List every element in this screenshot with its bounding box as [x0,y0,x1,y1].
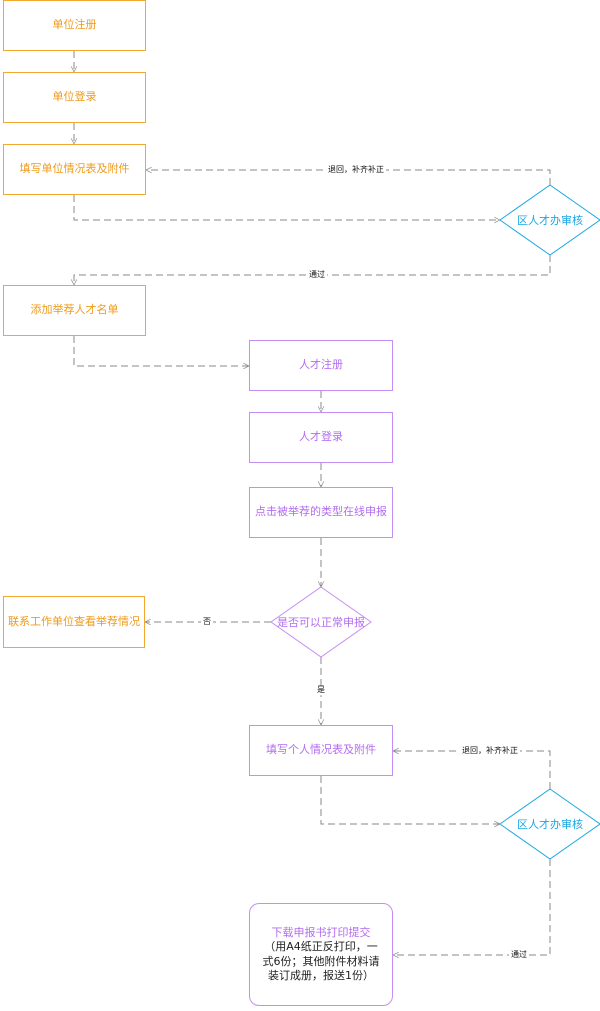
label-yes: 是 [315,685,327,695]
edge-form-to-review1 [73,195,500,220]
node-personal-form: 填写个人情况表及附件 [249,725,393,776]
label-pass-2: 通过 [509,950,529,960]
download-note: （用A4纸正反打印，一式6份；其他附件材料请装订成册，报送1份） [262,940,380,982]
edge-list-to-talent-register [73,336,249,366]
node-talent-login: 人才登录 [249,412,393,463]
label-no: 否 [201,617,213,627]
edge-review2-pass [393,859,551,955]
node-unit-login: 单位登录 [3,72,146,123]
node-add-list: 添加举荐人才名单 [3,285,146,336]
edge-personal-to-review2 [320,776,500,824]
review-2-shape [499,788,600,860]
node-contact-unit: 联系工作单位查看举荐情况 [3,596,145,648]
node-unit-register: 单位注册 [3,0,146,51]
node-download-submit: 下载申报书打印提交 （用A4纸正反打印，一式6份；其他附件材料请装订成册，报送1… [249,903,393,1006]
label-return-2: 退回，补齐补正 [460,746,520,756]
node-unit-form: 填写单位情况表及附件 [3,144,146,195]
node-apply-online: 点击被举荐的类型在线申报 [249,487,393,538]
can-apply-shape [270,586,372,658]
label-pass-1: 通过 [307,270,327,280]
review-1-shape [499,184,600,256]
download-title: 下载申报书打印提交 [271,925,371,939]
edge-review1-return [146,170,551,185]
label-return-1: 退回，补齐补正 [326,165,386,175]
edge-review2-return [393,751,551,789]
node-talent-register: 人才注册 [249,340,393,391]
